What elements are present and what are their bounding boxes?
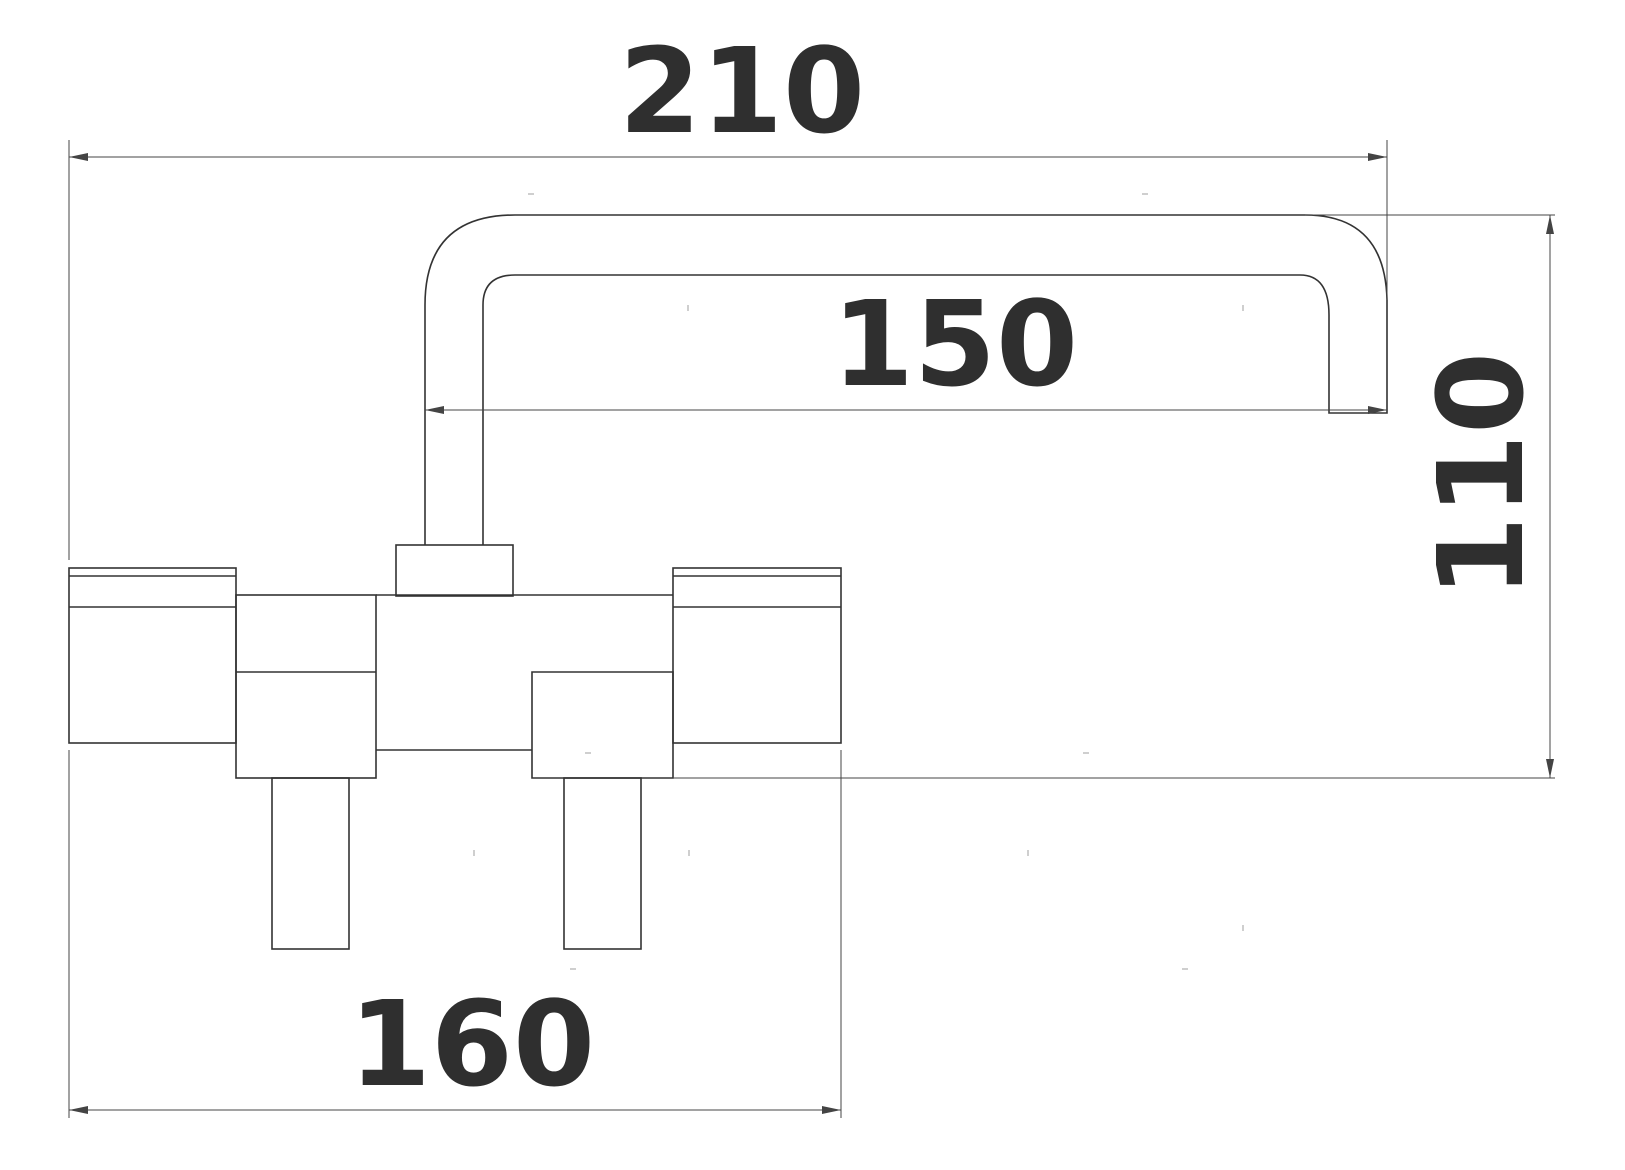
- spout-outer: [424, 214, 1388, 545]
- dim-label-base-width: 160: [349, 975, 595, 1113]
- scan-specks: [473, 193, 1244, 970]
- central-body: [376, 594, 673, 751]
- spout-collar: [395, 544, 514, 597]
- dim-label-spout-reach: 150: [832, 275, 1078, 413]
- dim-label-height: 110: [1412, 352, 1550, 598]
- dimension-base-width: 160: [68, 750, 842, 1118]
- left-body-block: [235, 594, 377, 779]
- right-body-block: [531, 671, 674, 779]
- dim-label-overall-width: 210: [619, 22, 865, 160]
- left-leg: [271, 777, 350, 950]
- dimension-height: 110: [673, 214, 1555, 779]
- right-cap: [672, 567, 842, 744]
- right-leg: [563, 777, 642, 950]
- dimension-spout-reach: 150: [425, 275, 1387, 414]
- dimension-overall-width: 210: [68, 22, 1388, 560]
- left-cap: [68, 567, 237, 744]
- faucet-outline: [68, 214, 1388, 950]
